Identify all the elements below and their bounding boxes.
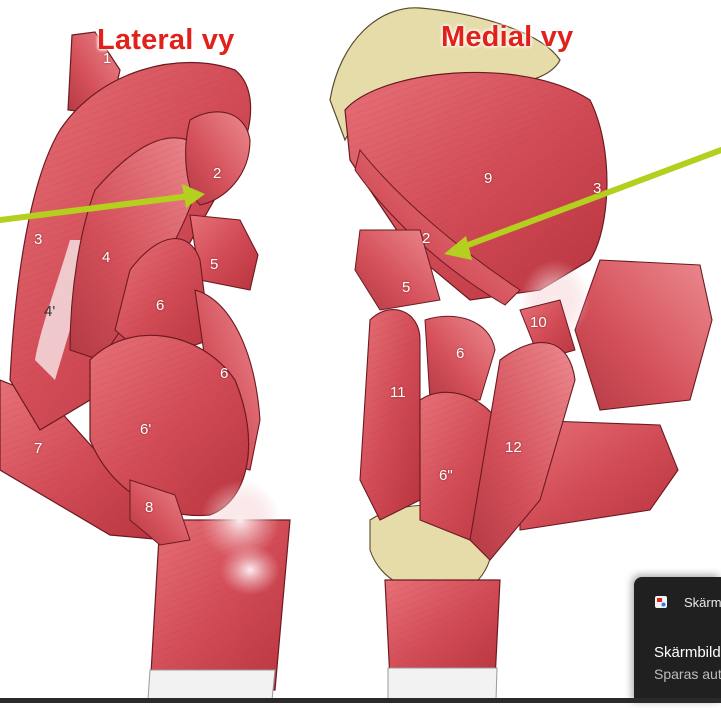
toast-app-name: Skärmklippverktyget <box>684 595 721 610</box>
screenshot-notification-toast[interactable]: Skärmklippverktyget Skärmbild kopierad t… <box>634 577 721 703</box>
lateral-view-title: Lateral vy <box>97 24 235 56</box>
label-medial-6-double-prime: 6" <box>439 467 453 484</box>
label-lateral-4: 4 <box>102 249 111 266</box>
medial-view <box>329 7 713 701</box>
label-medial-3: 3 <box>593 180 602 197</box>
label-medial-6: 6 <box>456 345 465 362</box>
lateral-view <box>0 31 291 701</box>
label-lateral-7: 7 <box>34 440 43 457</box>
label-medial-11: 11 <box>390 384 406 401</box>
toast-body: Sparas automatiskt i mappen Skärmbilder. <box>654 666 721 682</box>
label-lateral-6a: 6 <box>156 297 165 314</box>
label-lateral-3: 3 <box>34 231 43 248</box>
medial-view-title: Medial vy <box>441 21 574 53</box>
label-lateral-6-prime: 6' <box>140 421 152 438</box>
label-lateral-6b: 6 <box>220 365 229 382</box>
label-lateral-2: 2 <box>213 165 222 182</box>
label-medial-2: 2 <box>422 230 431 247</box>
snipping-tool-icon <box>655 596 667 608</box>
label-lateral-1: 1 <box>103 50 112 67</box>
label-medial-5: 5 <box>402 279 411 296</box>
pointer-arrows <box>0 147 721 260</box>
label-medial-12: 12 <box>505 439 522 456</box>
toast-title: Skärmbild kopierad till Urklipp <box>654 644 721 661</box>
label-lateral-8: 8 <box>145 499 154 516</box>
label-medial-9: 9 <box>484 170 493 187</box>
label-medial-10: 10 <box>530 314 547 331</box>
label-lateral-5: 5 <box>210 256 219 273</box>
window-bottom-edge <box>0 698 721 703</box>
label-lateral-4-prime: 4' <box>44 303 56 320</box>
